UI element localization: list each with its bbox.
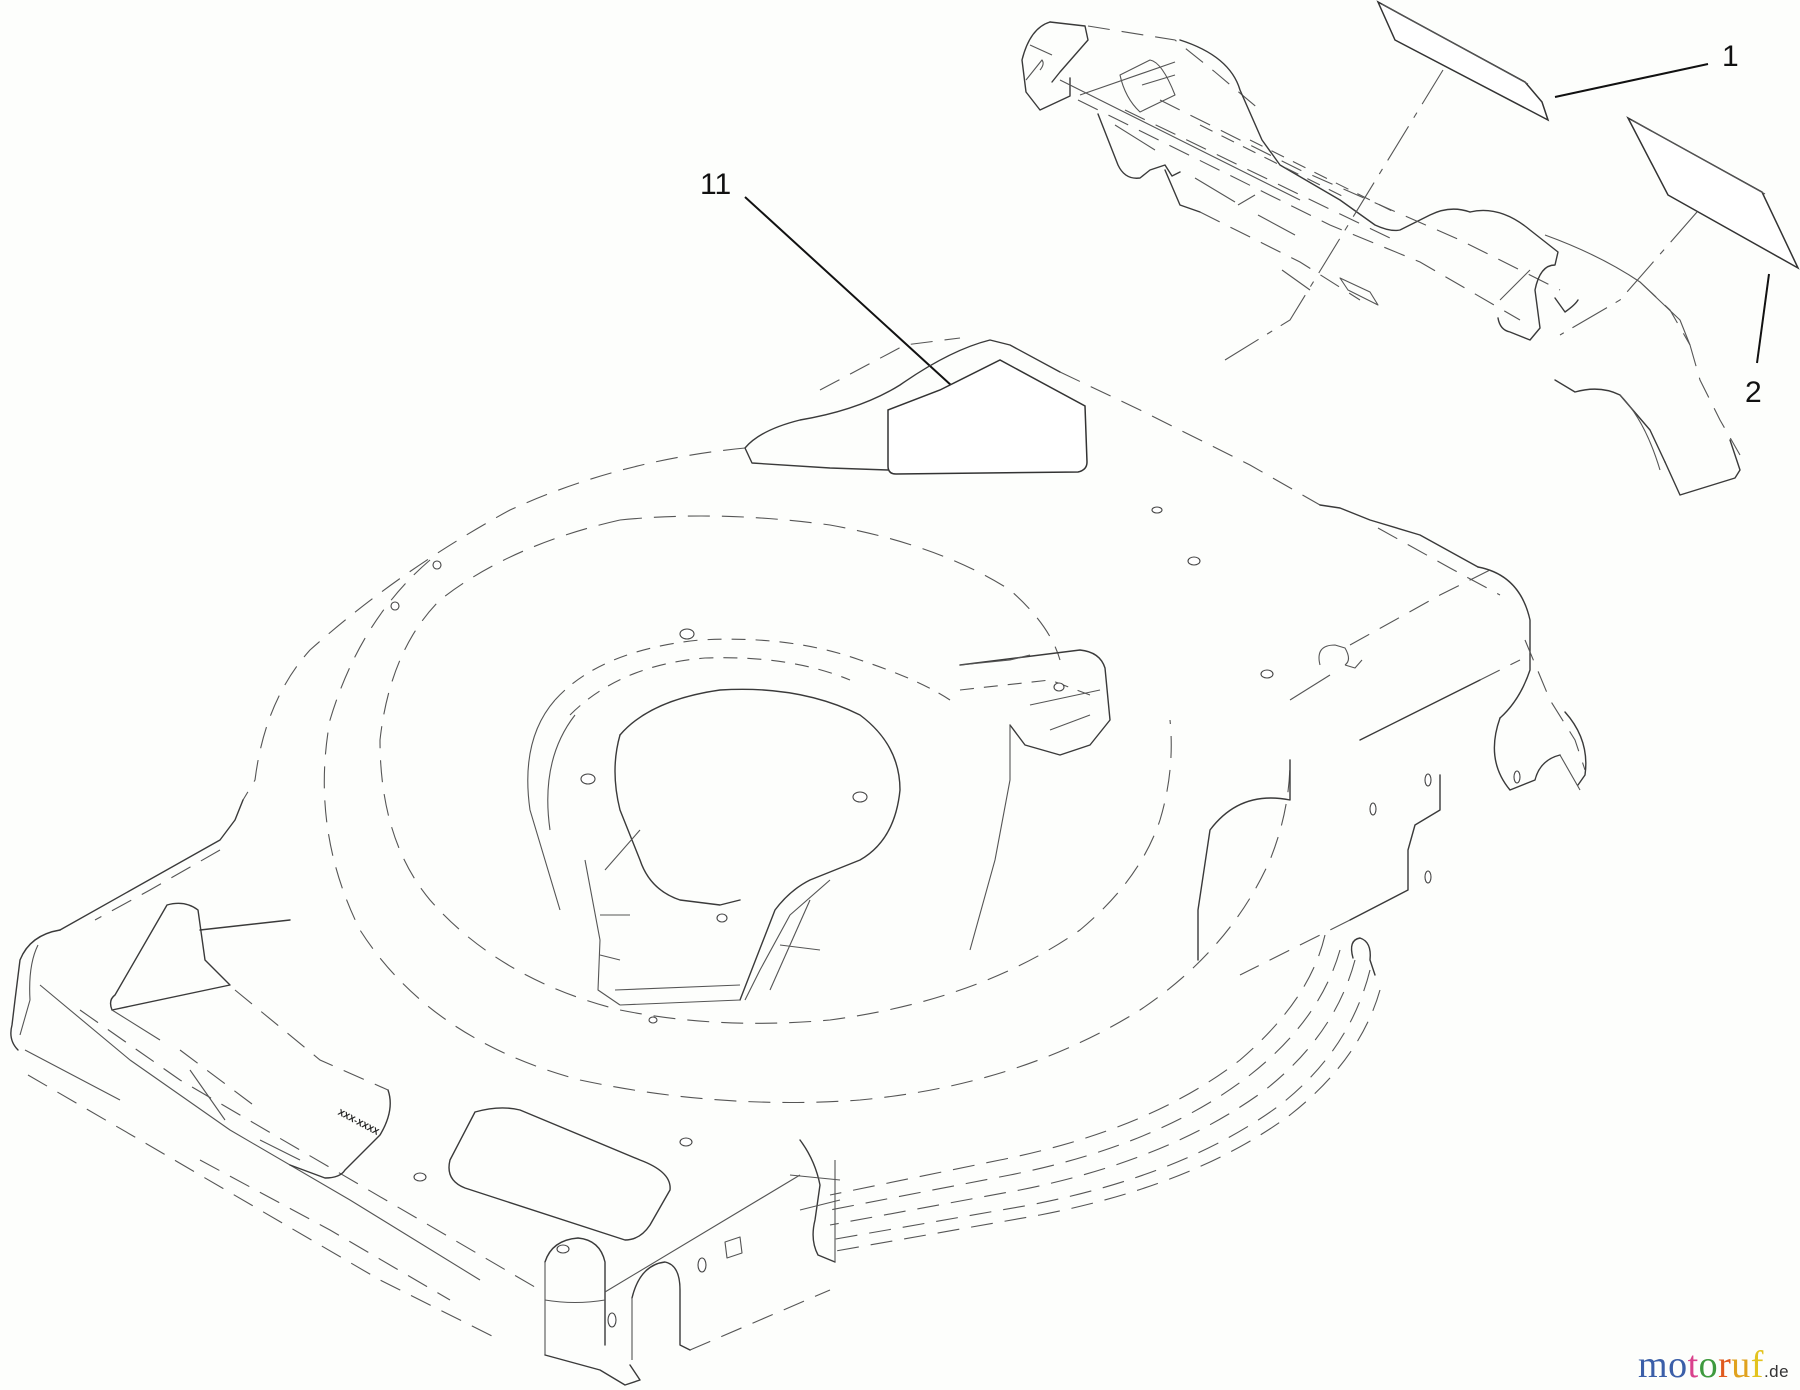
motoruf-watermark: motoruf.de bbox=[1638, 1343, 1789, 1387]
deck-hole bbox=[1260, 669, 1274, 679]
watermark-letter: t bbox=[1687, 1344, 1699, 1386]
side-hole bbox=[1424, 870, 1432, 884]
watermark-letter: f bbox=[1750, 1344, 1764, 1386]
deck-hole bbox=[1151, 506, 1163, 514]
watermark-letter: o bbox=[1668, 1344, 1688, 1386]
decal-11 bbox=[887, 359, 1088, 475]
mount-hole bbox=[852, 791, 868, 803]
leader-line-2 bbox=[1756, 273, 1770, 364]
leader-line-1 bbox=[1554, 63, 1709, 98]
deck-hole bbox=[648, 1016, 658, 1024]
deck-hole bbox=[679, 1137, 693, 1147]
motor-mount bbox=[527, 628, 1111, 1006]
side-hole bbox=[1513, 770, 1521, 784]
handle-bar-assembly bbox=[1021, 21, 1741, 496]
watermark-letter: m bbox=[1638, 1344, 1669, 1386]
mount-hole bbox=[716, 913, 728, 923]
mower-deck bbox=[10, 337, 1587, 1386]
mount-hole bbox=[679, 628, 695, 640]
watermark-letter: r bbox=[1718, 1344, 1732, 1386]
deck-hole bbox=[556, 1244, 570, 1254]
watermark-letter: u bbox=[1731, 1344, 1751, 1386]
callout-label-2: 2 bbox=[1745, 376, 1762, 409]
callout-label-1: 1 bbox=[1722, 40, 1739, 73]
decal-1 bbox=[1224, 0, 1550, 361]
callout-label-11: 11 bbox=[700, 168, 732, 201]
corner-hole bbox=[697, 1257, 707, 1273]
decal-2 bbox=[1559, 116, 1800, 336]
mount-hole bbox=[580, 773, 596, 785]
deck-hole bbox=[390, 601, 400, 611]
mount-hole bbox=[1053, 682, 1065, 692]
leader-line-11 bbox=[744, 196, 988, 419]
deck-hole bbox=[1187, 556, 1201, 566]
corner-hole bbox=[607, 1312, 617, 1328]
deck-hole bbox=[432, 560, 442, 570]
watermark-letter: o bbox=[1698, 1344, 1719, 1386]
side-hole bbox=[1369, 802, 1377, 816]
watermark-suffix: .de bbox=[1763, 1362, 1790, 1381]
deck-hole bbox=[413, 1172, 427, 1182]
side-hole bbox=[1424, 773, 1432, 787]
